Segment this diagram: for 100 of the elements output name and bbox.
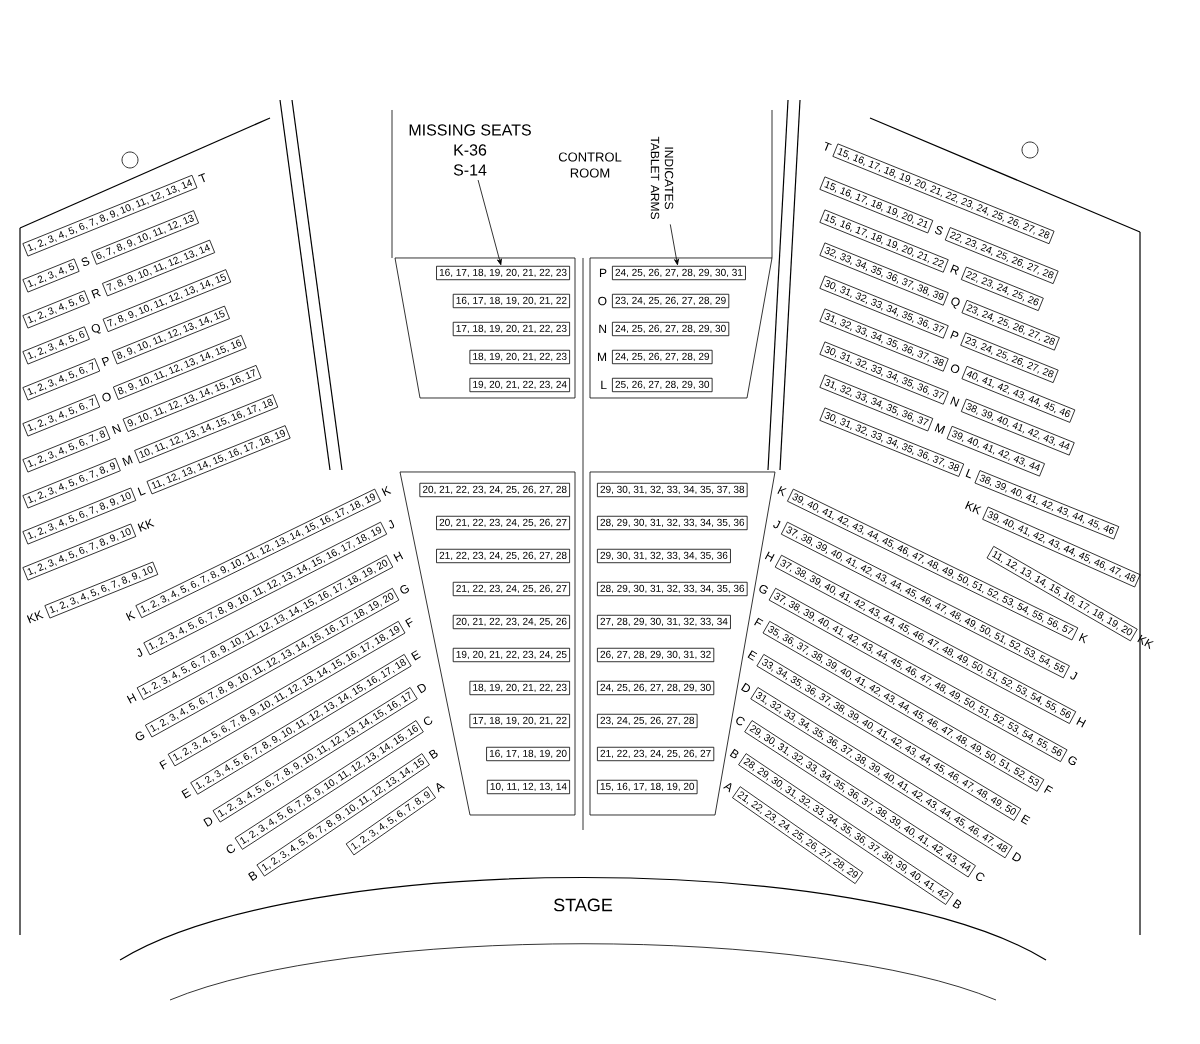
row-letter: N [599, 324, 606, 334]
row-letter: C [736, 716, 745, 726]
row-letter: J [773, 520, 781, 529]
seat-row: 25, 26, 27, 28, 29, 30 [612, 377, 713, 393]
seat-row: 26, 27, 28, 29, 30, 31, 32 [597, 647, 715, 663]
row-letter: K [125, 610, 136, 621]
row-letter: S [81, 257, 90, 266]
row-letter: E [747, 650, 758, 661]
row-letter: D [416, 684, 426, 694]
row-letter: M [934, 423, 946, 434]
row-letter: M [122, 455, 133, 466]
seat-row: 24, 25, 26, 27, 28, 29, 30, 31 [612, 265, 746, 281]
seat-row: 28, 29, 30, 31, 32, 33, 34, 35, 36 [597, 515, 748, 531]
row-letter: C [976, 872, 985, 882]
row-letter: T [198, 173, 205, 183]
leader-line [669, 224, 679, 266]
seat-row: 10, 11, 12, 13, 14 [486, 779, 570, 795]
row-letter: F [405, 617, 413, 628]
row-letter: Q [91, 323, 101, 334]
row-letter: O [598, 296, 607, 306]
row-letter: R [950, 264, 959, 275]
seat-row: 1, 2, 3, 4, 5, 6 [22, 290, 90, 329]
row-letter: K [381, 485, 392, 497]
row-letter: A [436, 783, 446, 793]
seat-row: 16, 17, 18, 19, 20 [486, 746, 570, 762]
seat-row: 28, 29, 30, 31, 32, 33, 34, 35, 36 [597, 581, 748, 597]
row-letter: L [137, 487, 146, 496]
seat-row: 16, 17, 18, 19, 20, 21, 22 [452, 293, 570, 309]
seat-row: 17, 18, 19, 20, 21, 22 [469, 713, 570, 729]
row-letter: F [1043, 785, 1054, 793]
seat-row: 20, 21, 22, 23, 24, 25, 26, 27, 28 [419, 482, 570, 498]
row-letter: J [388, 519, 395, 529]
seat-row: 20, 21, 22, 23, 24, 25, 26, 27 [436, 515, 570, 531]
row-letter: K [1078, 633, 1089, 644]
row-letter: Q [951, 297, 960, 309]
row-letter: M [598, 352, 607, 362]
row-letter: G [1068, 756, 1077, 766]
row-letter: B [248, 871, 258, 881]
row-letter: N [111, 423, 122, 435]
row-letter: P [950, 330, 959, 339]
seat-row: 15, 16, 17, 18, 19, 20 [597, 779, 698, 795]
seat-row: 27, 28, 29, 30, 31, 32, 33, 34 [597, 614, 731, 630]
seat-row: 1, 2, 3, 4, 5, 6 [22, 326, 90, 365]
seat-row: 21, 22, 23, 24, 25, 26, 27, 28 [436, 548, 570, 564]
row-letter: KK [1137, 634, 1154, 650]
seat-row: 23, 24, 25, 26, 27, 28 [597, 713, 698, 729]
row-letter: L [601, 380, 607, 390]
note-text: INDICATES TABLET ARMS [650, 136, 674, 219]
row-letter: E [1020, 814, 1031, 825]
seat-row: 16, 17, 18, 19, 20, 21, 22, 23 [436, 265, 570, 281]
row-letter: L [965, 468, 971, 479]
row-letter: E [181, 788, 192, 799]
row-letter: O [950, 364, 960, 374]
row-letter: C [226, 844, 235, 854]
row-letter: P [599, 268, 607, 278]
seat-row: 29, 30, 31, 32, 33, 34, 35, 37, 38 [597, 482, 748, 498]
row-letter: G [759, 584, 768, 594]
stage-label: STAGE [554, 898, 613, 912]
row-letter: N [950, 396, 960, 407]
row-letter: J [1070, 671, 1078, 680]
seat-row: 19, 20, 21, 22, 23, 24, 25 [452, 647, 570, 663]
seat-row: 17, 18, 19, 20, 21, 22, 23 [452, 321, 570, 337]
row-letter: G [135, 731, 145, 741]
row-letter: P [101, 356, 109, 367]
seat-row: 29, 30, 31, 32, 33, 34, 35, 36 [597, 548, 731, 564]
row-letter: J [137, 647, 143, 657]
row-letter: K [777, 486, 787, 497]
seat-row: 23, 24, 25, 26, 27, 28, 29 [612, 293, 730, 309]
seat-row: 20, 21, 22, 23, 24, 25, 26 [452, 614, 570, 630]
note-text: MISSING SEATS K-36 S-14 [409, 124, 531, 176]
seat-row: 18, 19, 20, 21, 22, 23 [469, 680, 570, 696]
row-letter: B [729, 748, 739, 759]
row-letter: S [935, 225, 943, 235]
room-label: CONTROL ROOM [558, 152, 622, 178]
row-letter: F [159, 759, 167, 770]
seat-row: 24, 25, 26, 27, 28, 29, 30 [612, 321, 730, 337]
row-letter: B [952, 899, 962, 909]
row-letter: E [411, 650, 421, 661]
row-letter: D [203, 817, 213, 827]
seat-row: 21, 22, 23, 24, 25, 26, 27 [452, 581, 570, 597]
row-letter: A [723, 783, 732, 793]
row-letter: H [1076, 717, 1087, 728]
row-letter: H [393, 551, 404, 562]
seat-row: 24, 25, 26, 27, 28, 29, 30 [597, 680, 715, 696]
row-letter: D [741, 682, 751, 693]
row-letter: D [1011, 852, 1021, 862]
seat-row: 19, 20, 21, 22, 23, 24 [469, 377, 570, 393]
row-letter: O [102, 392, 111, 402]
row-letter: G [400, 584, 410, 594]
seat-row: 21, 22, 23, 24, 25, 26, 27 [597, 746, 715, 762]
row-letter: H [764, 551, 775, 562]
row-letter: R [91, 288, 101, 299]
row-letter: H [126, 693, 137, 704]
row-letter: C [423, 716, 433, 726]
row-letter: B [428, 749, 438, 760]
row-letter: T [824, 141, 832, 151]
leader-line [477, 179, 502, 266]
row-letter: KK [26, 610, 44, 624]
seat-row: 24, 25, 26, 27, 28, 29 [612, 349, 713, 365]
seat-row: 1, 2, 3, 4, 5 [22, 258, 80, 293]
